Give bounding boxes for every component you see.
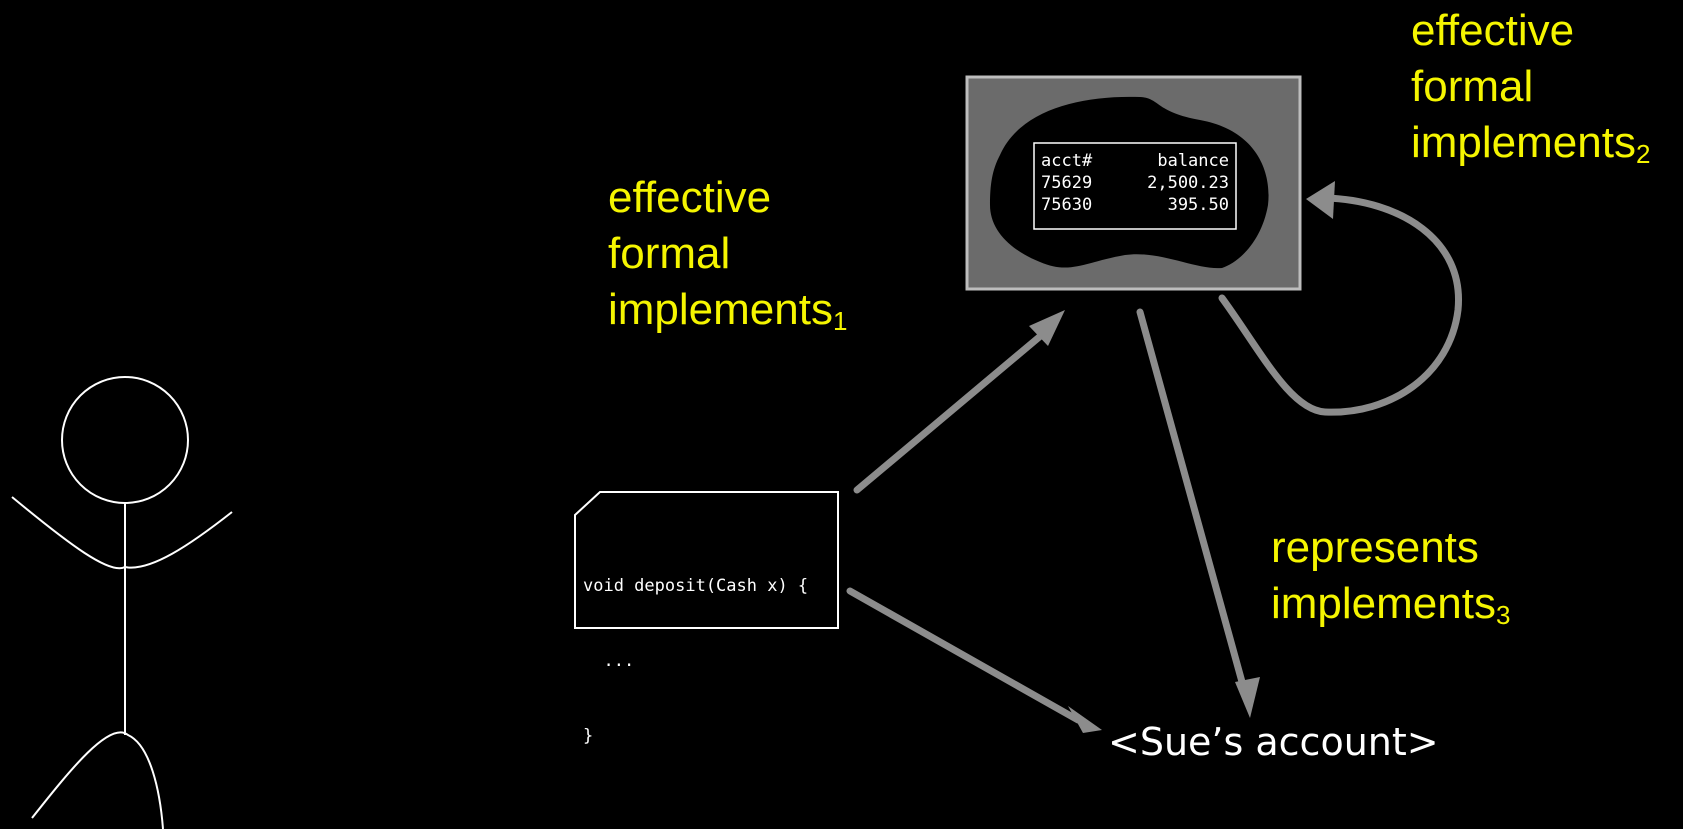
label-implements-3: represents implements3 <box>1271 520 1510 637</box>
arrowheads <box>1029 181 1335 733</box>
arrowhead-database-to-account <box>1235 677 1260 718</box>
sues-account-label: <Sue’s account> <box>1108 720 1439 764</box>
code-document <box>574 491 839 629</box>
arrow-code-to-account <box>846 587 1082 724</box>
label-implements-1-line3: implements <box>608 285 833 334</box>
label-implements-1-line1: effective <box>608 173 772 222</box>
arrowhead-code-to-account <box>1068 706 1102 733</box>
label-implements-2-line3: implements <box>1411 118 1636 167</box>
label-implements-2-sub: 2 <box>1635 139 1651 169</box>
label-implements-3-line2: implements <box>1271 579 1496 628</box>
arrow-code-to-database <box>853 324 1054 494</box>
label-implements-1: effective formal implements1 <box>608 170 847 343</box>
code-line-3: } <box>583 726 594 746</box>
table-header-acct: acct# <box>1041 151 1093 171</box>
arrow-database-self-loop <box>1218 194 1462 416</box>
database-table-header: acct# balance <box>1041 150 1229 172</box>
database-table-border <box>1033 142 1237 230</box>
arrow-database-to-account <box>1136 308 1251 704</box>
database-table: acct# balance 75629 2,500.23 75630 395.5… <box>1041 150 1229 216</box>
database-blob <box>990 96 1269 269</box>
code-snippet: void deposit(Cash x) { ... } <box>583 524 808 774</box>
label-implements-1-sub: 1 <box>832 306 848 336</box>
label-implements-2-line2: formal <box>1411 62 1534 111</box>
table-cell-acct: 75630 <box>1041 195 1093 215</box>
arrowhead-database-self-loop <box>1306 181 1335 219</box>
label-implements-1-line2: formal <box>608 229 731 278</box>
label-represents-line1: represents <box>1271 523 1479 572</box>
label-implements-2-line1: effective <box>1411 6 1575 55</box>
code-line-2: ... <box>583 651 635 671</box>
table-row: 75630 395.50 <box>1041 194 1229 216</box>
code-line-1: void deposit(Cash x) { <box>583 576 809 596</box>
arrows <box>846 194 1462 724</box>
database-panel <box>965 75 1302 291</box>
label-implements-3-sub: 3 <box>1495 600 1511 630</box>
stick-figure <box>11 376 233 829</box>
table-cell-balance: 395.50 <box>1167 195 1229 215</box>
table-row: 75629 2,500.23 <box>1041 172 1229 194</box>
stick-figure-arms <box>11 496 233 570</box>
table-header-balance: balance <box>1157 151 1229 171</box>
label-implements-2: effective formal implements2 <box>1411 3 1650 176</box>
stick-figure-legs <box>31 731 164 829</box>
table-cell-balance: 2,500.23 <box>1147 173 1229 193</box>
table-cell-acct: 75629 <box>1041 173 1093 193</box>
arrowhead-code-to-database <box>1029 310 1065 346</box>
stick-figure-head <box>61 376 189 504</box>
